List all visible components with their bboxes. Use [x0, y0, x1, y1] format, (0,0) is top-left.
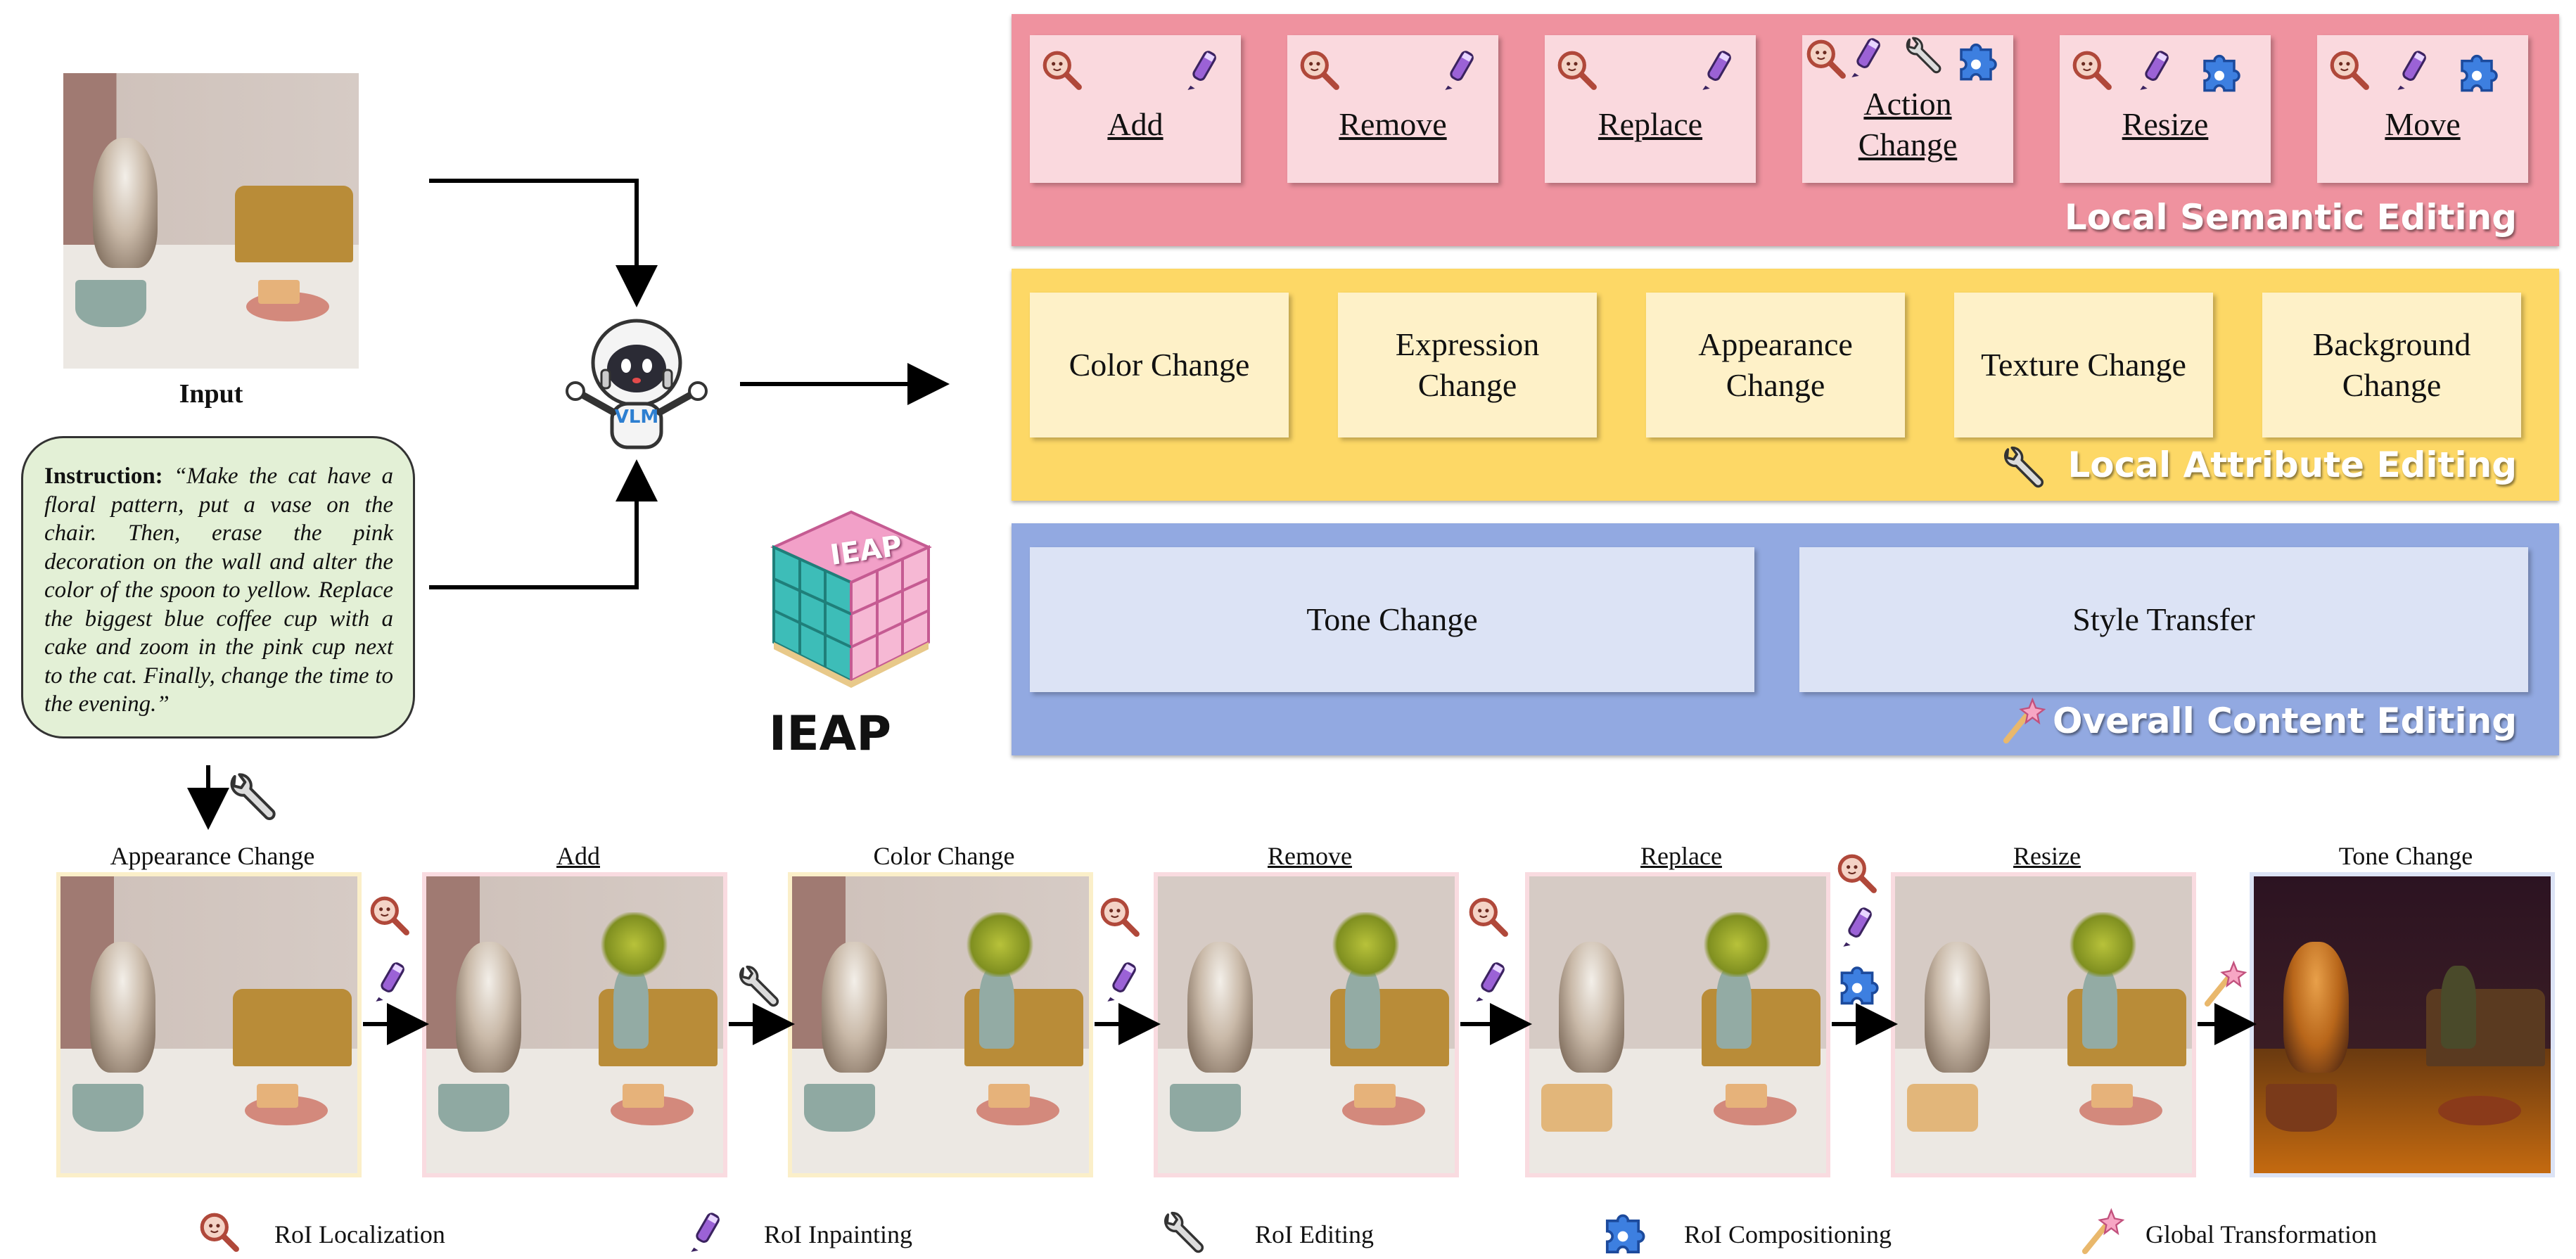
magnifier-icon [1097, 895, 1141, 938]
vlm-label: VLM [614, 407, 659, 428]
cube-icon [770, 510, 932, 688]
step-image-replace [1529, 876, 1826, 1173]
step-label-replace: Replace [1640, 842, 1722, 870]
wand-icon [2075, 1207, 2124, 1256]
puzzle-icon [1597, 1207, 1649, 1259]
instruction-text: “Make the cat have a floral pattern, put… [44, 464, 393, 717]
step-image-color-change [792, 876, 1089, 1173]
legend-global-transformation: Global Transformation [2145, 1220, 2377, 1248]
pen-icon [2133, 48, 2176, 91]
step-label-add: Add [556, 842, 600, 870]
magnifier-icon [1040, 48, 1083, 91]
magnifier-icon [1804, 37, 1847, 80]
pen-icon [1844, 35, 1888, 79]
wrench-icon [1996, 445, 2046, 494]
pen-icon [1100, 959, 1144, 1003]
legend-roi-compositioning: RoI Compositioning [1684, 1220, 1892, 1248]
step-label-remove: Remove [1268, 842, 1352, 870]
step-label-color-change: Color Change [873, 842, 1015, 870]
pen-icon [369, 959, 412, 1003]
card-style-transfer: Style Transfer [1799, 547, 2528, 692]
legend-roi-editing: RoI Editing [1255, 1220, 1374, 1248]
wrench-icon [1899, 35, 1943, 79]
pen-icon [1180, 48, 1224, 91]
step-frame-appearance-change [56, 872, 362, 1177]
overall-content-panel: Tone Change Style Transfer Overall Conte… [1012, 523, 2559, 755]
step-image-tone-change [2254, 876, 2551, 1173]
local-semantic-panel: Add Remove Replace Action Change Resize … [1012, 14, 2559, 246]
puzzle-icon [2195, 48, 2244, 97]
magnifier-icon [1466, 895, 1510, 938]
step-image-remove [1158, 876, 1455, 1173]
pen-icon [1469, 959, 1512, 1003]
input-label: Input [179, 379, 243, 409]
magnifier-icon [2327, 48, 2371, 91]
local-attribute-title: Local Attribute Editing [2067, 445, 2517, 485]
flow-arrows [187, 179, 950, 830]
pen-icon [1438, 48, 1481, 91]
pen-icon [1695, 48, 1739, 91]
puzzle-icon [2452, 48, 2501, 97]
local-attribute-panel: Color Change Expression Change Appearanc… [1012, 269, 2559, 501]
magnifier-icon [1555, 48, 1598, 91]
card-color-change: Color Change [1030, 293, 1289, 437]
pipeline-arrows [363, 1003, 2257, 1045]
step-label-resize: Resize [2013, 842, 2081, 870]
step-label-tone-change: Tone Change [2338, 842, 2473, 870]
magnifier-icon [1835, 851, 1878, 895]
magnifier-icon [2070, 48, 2113, 91]
step-image-appearance-change [60, 876, 357, 1173]
magnifier-icon [197, 1210, 241, 1253]
card-appearance-change: Appearance Change [1646, 293, 1905, 437]
local-semantic-title: Local Semantic Editing [2064, 197, 2517, 238]
card-background-change: Background Change [2262, 293, 2521, 437]
step-label-appearance-change: Appearance Change [110, 842, 315, 870]
legend-roi-localization: RoI Localization [274, 1220, 445, 1248]
magnifier-icon [367, 893, 411, 937]
robot-icon [566, 319, 708, 449]
wrench-icon [732, 964, 781, 1013]
wand-icon [1996, 696, 2046, 746]
puzzle-icon [1832, 959, 1882, 1010]
card-tone-change: Tone Change [1030, 547, 1754, 692]
instruction-box: Instruction: “Make the cat have a floral… [21, 436, 415, 739]
instruction-prefix: Instruction: [44, 464, 163, 489]
input-image [63, 73, 359, 369]
pen-icon [684, 1210, 727, 1253]
wrench-icon [222, 771, 278, 827]
puzzle-icon [1951, 37, 2001, 86]
wrench-icon [1156, 1210, 1206, 1259]
overall-content-title: Overall Content Editing [2053, 701, 2517, 741]
wand-icon [2198, 959, 2247, 1009]
magnifier-icon [1297, 48, 1341, 91]
card-expression-change: Expression Change [1338, 293, 1597, 437]
legend-roi-inpainting: RoI Inpainting [764, 1220, 912, 1248]
card-texture-change: Texture Change [1954, 293, 2213, 437]
logo-title: IEAP [768, 706, 892, 762]
pen-icon [2390, 48, 2434, 91]
pen-icon [1836, 905, 1880, 948]
step-image-resize [1895, 876, 2192, 1173]
step-image-add [426, 876, 723, 1173]
